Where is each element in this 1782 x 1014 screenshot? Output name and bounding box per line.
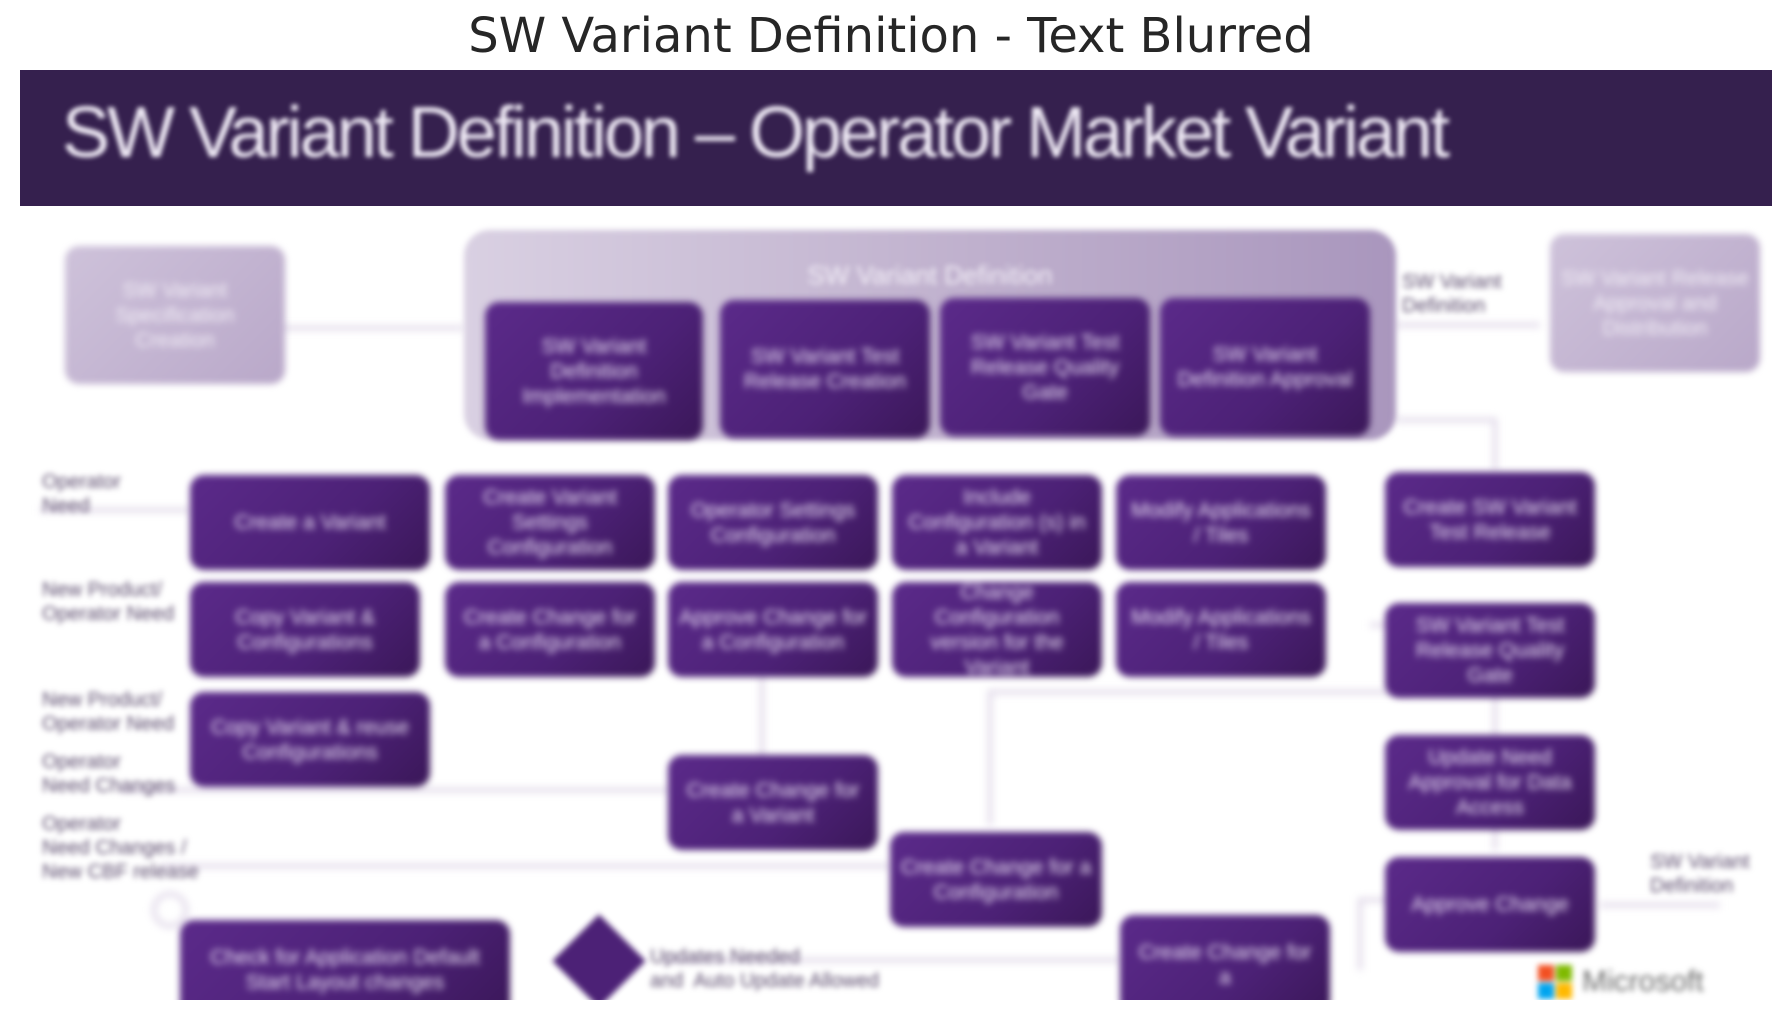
check-layout-box: Check for Application Default Start Layo… xyxy=(180,920,510,1000)
create-test-release-box: Create SW Variant Test Release xyxy=(1385,472,1595,567)
approve-change-config-box: Approve Change for a Configuration xyxy=(668,582,878,677)
modify-apps-box-1: Modify Applications / Tiles xyxy=(1116,475,1326,570)
create-settings-box: Create Variant Settings Configuration xyxy=(445,475,655,570)
data-access-approval-box: Update Need Approval for Data Access xyxy=(1385,735,1595,830)
change-bottom-box: Create Change for a xyxy=(1120,915,1330,1000)
group-title: SW Variant Definition xyxy=(807,260,1053,290)
test-release-quality-box: SW Variant Test Release Quality Gate xyxy=(1385,603,1595,698)
spec-creation-box: SW Variant Specification Creation xyxy=(65,246,285,384)
slide-banner: SW Variant Definition – Operator Market … xyxy=(20,70,1772,206)
figure-caption: SW Variant Definition - Text Blurred xyxy=(468,8,1314,64)
label-decision: Updates Needed and Auto Update Allowed xyxy=(650,946,880,992)
group-box-approval: SW Variant Definition Approval xyxy=(1160,298,1370,436)
label-need-csf: Operator Need Changes / New CBF release xyxy=(42,813,199,883)
slide-title: SW Variant Definition – Operator Market … xyxy=(62,93,1450,173)
copy-variant-box: Copy Variant & Configurations xyxy=(190,582,420,677)
change-config-low-box: Create Change for a Configuration xyxy=(890,832,1102,927)
label-new-product-1: New Product/ Operator Need xyxy=(42,579,175,625)
label-operator-need: Operator Need xyxy=(42,471,121,517)
include-config-box: Include Configuration (s) in a Variant xyxy=(892,475,1102,570)
group-box-test-release: SW Variant Test Release Creation xyxy=(720,300,930,438)
create-variant-box: Create a Variant xyxy=(190,475,430,570)
logo-word: Microsoft xyxy=(1582,965,1704,998)
logo-square-yellow xyxy=(1556,983,1572,999)
group-box-quality-gate: SW Variant Test Release Quality Gate xyxy=(940,298,1150,436)
logo-square-red xyxy=(1538,965,1554,981)
create-change-config-box: Create Change for a Configuration xyxy=(445,582,655,677)
connector-quality-loop xyxy=(988,690,1410,825)
connector-lines xyxy=(40,323,1720,970)
copy-reuse-box: Copy Variant & reuse Configurations xyxy=(190,692,430,787)
change-variant-box: Create Change for a Variant xyxy=(668,755,878,850)
loop-start-circle xyxy=(152,892,188,928)
slide: SW Variant Definition – Operator Market … xyxy=(20,70,1772,1000)
label-need-change: Operator Need Changes xyxy=(42,751,176,797)
label-right-top: SW Variant Definition xyxy=(1402,271,1502,317)
approve-change-box: Approve Change xyxy=(1385,857,1595,952)
operator-settings-box: Operator Settings Configuration xyxy=(668,475,878,570)
change-config-version-box: Change Configuration version for the Var… xyxy=(892,582,1102,677)
label-right-bottom: SW Variant Definition xyxy=(1650,851,1750,897)
group-box-implementation: SW Variant Definition Implementation xyxy=(485,302,703,440)
connector-group-to-release xyxy=(1396,418,1497,470)
release-approval-box: SW Variant Release Approval and Distribu… xyxy=(1550,234,1760,372)
logo-square-green xyxy=(1556,965,1572,981)
label-new-product-2: New Product/ Operator Need xyxy=(42,689,175,735)
modify-apps-box-2: Modify Applications / Tiles xyxy=(1116,582,1326,677)
microsoft-logo: Microsoft xyxy=(1538,963,1718,1000)
logo-square-blue xyxy=(1538,983,1554,999)
